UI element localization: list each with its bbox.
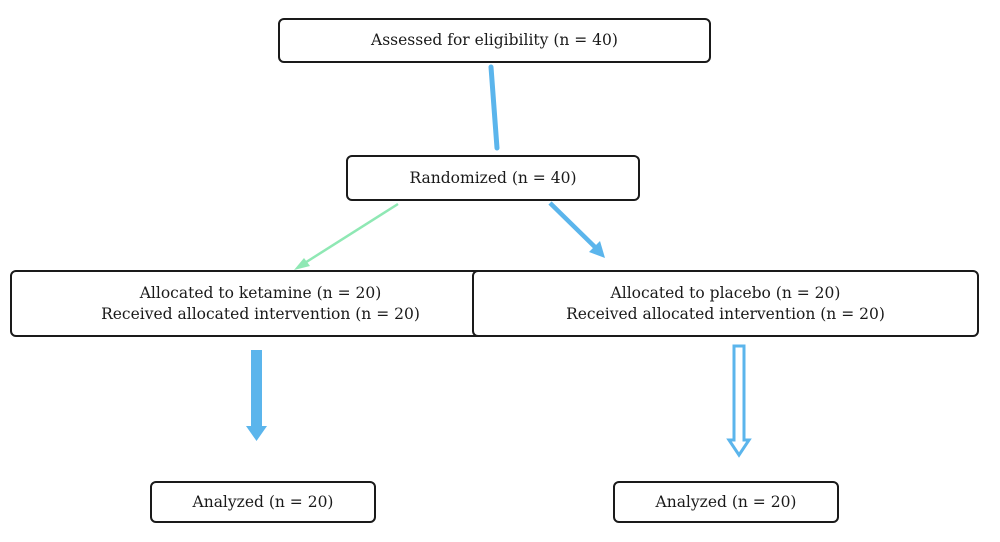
ketamine-analyzed-label: Analyzed (n = 20) <box>192 492 334 511</box>
placebo-received-label: Received allocated intervention (n = 20) <box>566 304 885 323</box>
ketamine-allocation-box: Allocated to ketamine (n = 20) Received … <box>10 270 511 337</box>
arrow-ketamine-to-analyzed-shaft <box>251 350 262 428</box>
arrow-placebo-to-analyzed <box>726 344 752 458</box>
placebo-allocated-label: Allocated to placebo (n = 20) <box>610 284 841 303</box>
placebo-analyzed-label: Analyzed (n = 20) <box>655 492 797 511</box>
arrow-randomized-to-ketamine <box>299 202 399 268</box>
connector-assessed-to-randomized <box>488 64 500 151</box>
randomized-box: Randomized (n = 40) <box>346 155 640 201</box>
arrow-ketamine-to-analyzed-head <box>246 426 267 441</box>
arrow-head-placebo <box>589 241 605 258</box>
assessed-box: Assessed for eligibility (n = 40) <box>278 18 711 63</box>
placebo-allocation-box: Allocated to placebo (n = 20) Received a… <box>472 270 979 337</box>
placebo-analyzed-box: Analyzed (n = 20) <box>613 481 839 523</box>
assessed-label: Assessed for eligibility (n = 40) <box>371 31 618 50</box>
ketamine-analyzed-box: Analyzed (n = 20) <box>150 481 376 523</box>
ketamine-allocated-label: Allocated to ketamine (n = 20) <box>139 284 382 303</box>
arrow-head-ketamine <box>294 258 310 270</box>
arrow-randomized-to-placebo <box>548 201 600 252</box>
randomized-label: Randomized (n = 40) <box>409 168 577 187</box>
ketamine-received-label: Received allocated intervention (n = 20) <box>101 304 420 323</box>
